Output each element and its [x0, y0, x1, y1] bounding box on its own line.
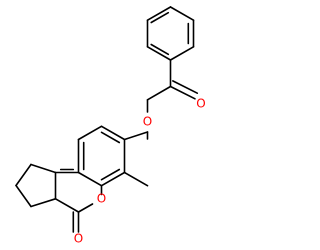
- bond: [100, 125, 126, 141]
- ether-o-label: O: [143, 115, 152, 129]
- bond: [123, 131, 149, 141]
- lactone-carbonyl-o-label: O: [74, 232, 83, 246]
- carbonyl-o-label: O: [196, 97, 205, 111]
- keto-chain: [123, 59, 199, 141]
- bond: [77, 125, 103, 141]
- bond: [15, 184, 32, 208]
- bond: [169, 85, 196, 100]
- bond: [77, 171, 103, 187]
- phenyl-ring: [146, 6, 195, 61]
- bond: [146, 45, 172, 61]
- pyranone-ring: [54, 168, 103, 233]
- ring-o-label: O: [97, 192, 106, 206]
- bond: [150, 11, 170, 24]
- bond: [77, 203, 94, 213]
- bond: [169, 45, 195, 61]
- bond: [146, 85, 172, 101]
- bond: [150, 43, 170, 56]
- bond: [146, 6, 172, 22]
- bond: [30, 163, 57, 174]
- bond: [169, 6, 195, 22]
- molecule-svg: O O O O: [15, 6, 206, 246]
- bond: [54, 198, 80, 213]
- benzo-ring: [77, 125, 126, 187]
- bond: [100, 168, 121, 181]
- bond: [15, 163, 32, 187]
- bond: [30, 198, 57, 208]
- cyclopentane-ring: [15, 163, 57, 208]
- bond: [172, 80, 199, 94]
- bond: [100, 131, 121, 144]
- bond: [100, 171, 126, 187]
- methyl-bond: [123, 171, 149, 187]
- molecule-structure-diagram: O O O O: [15, 6, 206, 246]
